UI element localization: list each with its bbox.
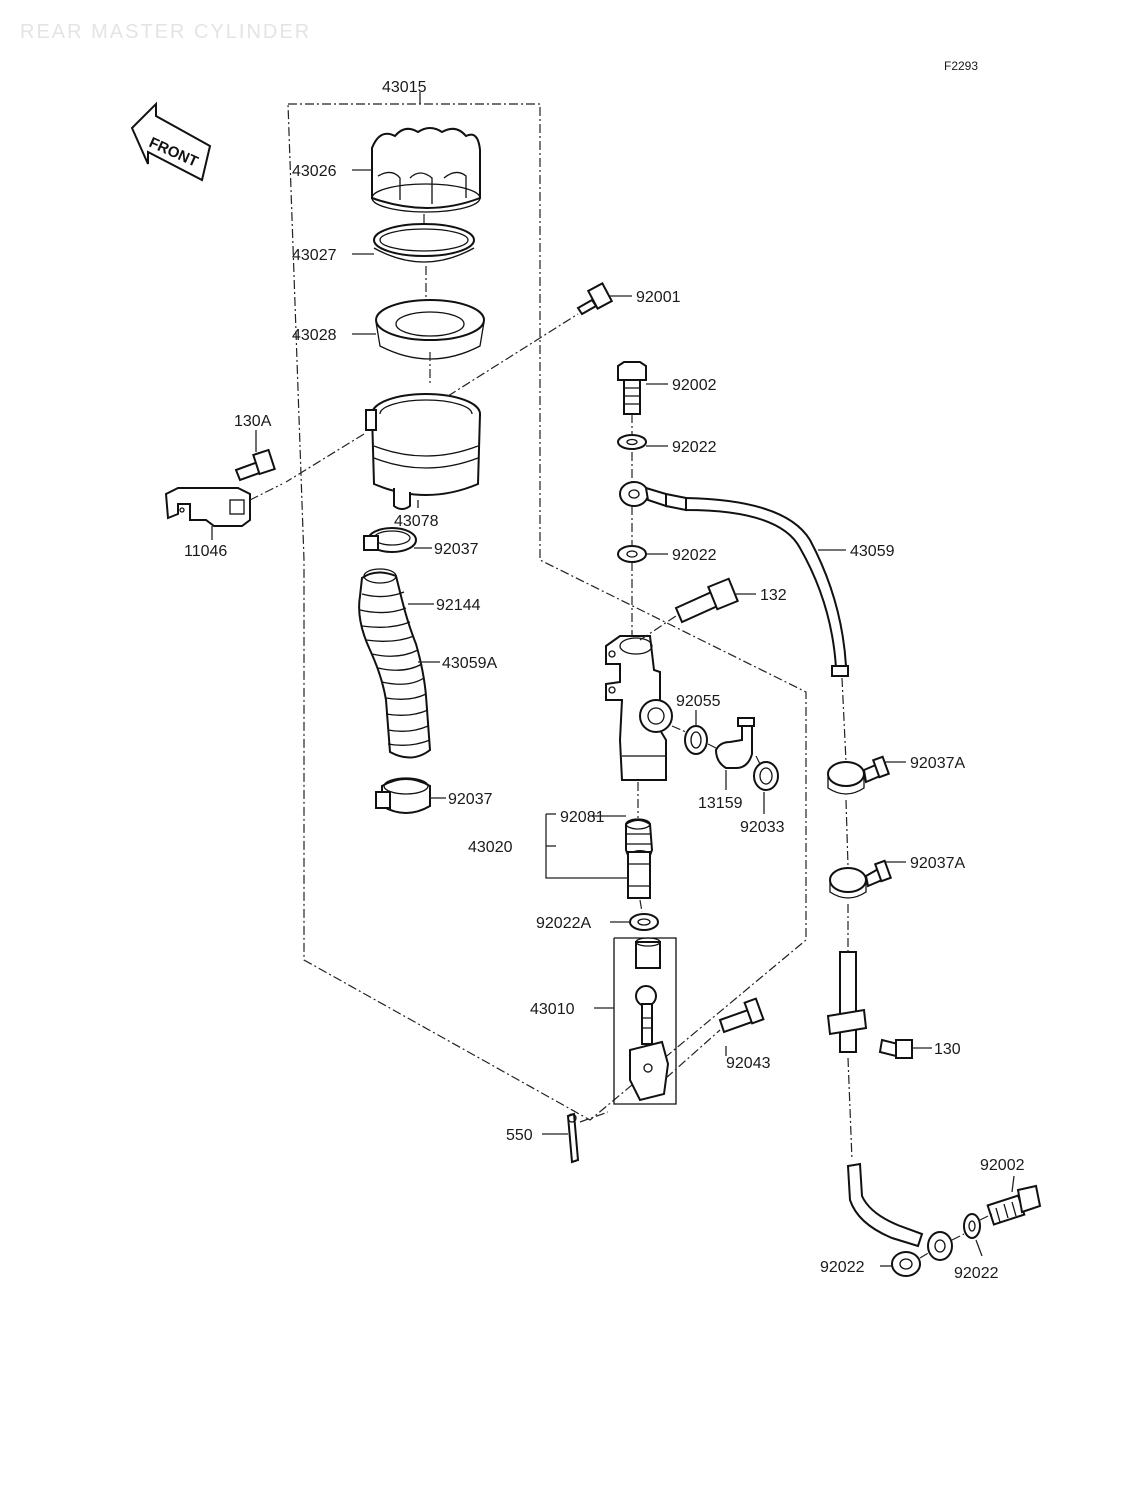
label-92144: 92144 bbox=[436, 597, 481, 614]
bolt-92043 bbox=[718, 997, 765, 1034]
bracket-11046 bbox=[164, 487, 251, 527]
label-92055: 92055 bbox=[676, 693, 721, 710]
label-92043: 92043 bbox=[726, 1055, 771, 1072]
label-92002-bottom: 92002 bbox=[980, 1157, 1025, 1174]
banjo-fitting-92037A-lower bbox=[829, 859, 893, 899]
brake-hose-43059 bbox=[619, 481, 849, 677]
label-92037-a: 92037 bbox=[434, 541, 479, 558]
label-92001: 92001 bbox=[636, 289, 681, 306]
label-92022-c: 92022 bbox=[820, 1259, 865, 1276]
label-92022A: 92022A bbox=[536, 915, 591, 932]
leader-lines bbox=[211, 169, 1015, 1267]
label-92022-b: 92022 bbox=[672, 547, 717, 564]
label-43026: 43026 bbox=[292, 163, 337, 180]
banjo-fitting-92037A-upper bbox=[827, 755, 891, 795]
diaphragm-43028 bbox=[375, 299, 485, 360]
label-43059A: 43059A bbox=[442, 655, 497, 672]
circlip-92033 bbox=[753, 761, 779, 791]
label-43078: 43078 bbox=[394, 513, 439, 530]
banjo-bolt-92002-bottom bbox=[986, 1184, 1042, 1226]
washer-92022-lower-right bbox=[963, 1213, 981, 1239]
hose-43059A bbox=[358, 568, 432, 759]
washer-92022-lower-left bbox=[891, 1251, 921, 1277]
label-43020: 43020 bbox=[468, 839, 513, 856]
label-92037-b: 92037 bbox=[448, 791, 493, 808]
label-43028: 43028 bbox=[292, 327, 337, 344]
reservoir-cap-43026 bbox=[371, 127, 481, 213]
bolt-92001 bbox=[576, 282, 614, 316]
banjo-bolt-92002-top bbox=[617, 361, 647, 415]
label-92081: 92081 bbox=[560, 809, 605, 826]
label-43010: 43010 bbox=[530, 1001, 575, 1018]
ring-92022A bbox=[629, 913, 659, 931]
label-92002-top: 92002 bbox=[672, 377, 717, 394]
label-130A: 130A bbox=[234, 413, 272, 430]
elbow-fitting-13159 bbox=[714, 717, 755, 769]
washer-92022-upper bbox=[617, 434, 647, 450]
clamp-92037-upper bbox=[363, 527, 417, 553]
figure-code: F2293 bbox=[944, 59, 978, 73]
label-92037A-a: 92037A bbox=[910, 755, 965, 772]
pin-132 bbox=[674, 577, 739, 624]
alignment-lines bbox=[249, 214, 993, 1259]
bolt-130A bbox=[234, 448, 276, 482]
o-ring-92055 bbox=[684, 725, 708, 755]
label-92022-d: 92022 bbox=[954, 1265, 999, 1282]
brake-pipe bbox=[826, 951, 953, 1261]
assembly-43015-outline bbox=[287, 92, 807, 1121]
part-labels: 43015 43026 43027 43028 92001 92002 9202… bbox=[184, 79, 1025, 1282]
master-cylinder-body bbox=[605, 635, 673, 781]
label-550: 550 bbox=[506, 1127, 533, 1144]
front-arrow-icon: FRONT bbox=[130, 101, 212, 182]
label-11046: 11046 bbox=[184, 543, 227, 560]
gasket-43027 bbox=[373, 223, 475, 263]
label-43059: 43059 bbox=[850, 543, 895, 560]
label-43015: 43015 bbox=[382, 79, 427, 96]
label-13159: 13159 bbox=[698, 795, 743, 812]
label-92033: 92033 bbox=[740, 819, 785, 836]
label-92037A-b: 92037A bbox=[910, 855, 965, 872]
diagram-title: REAR MASTER CYLINDER bbox=[20, 21, 311, 43]
label-130: 130 bbox=[934, 1041, 961, 1058]
cotter-pin-550 bbox=[566, 1112, 580, 1164]
washer-92022-middle bbox=[617, 545, 647, 563]
label-132: 132 bbox=[760, 587, 787, 604]
bolt-130 bbox=[878, 1038, 913, 1059]
clamp-92037-lower bbox=[375, 777, 431, 814]
reservoir-43078 bbox=[365, 393, 481, 510]
label-43027: 43027 bbox=[292, 247, 337, 264]
label-92022-a: 92022 bbox=[672, 439, 717, 456]
piston-assembly-43010 bbox=[613, 937, 677, 1105]
cup-43020 bbox=[627, 850, 651, 899]
